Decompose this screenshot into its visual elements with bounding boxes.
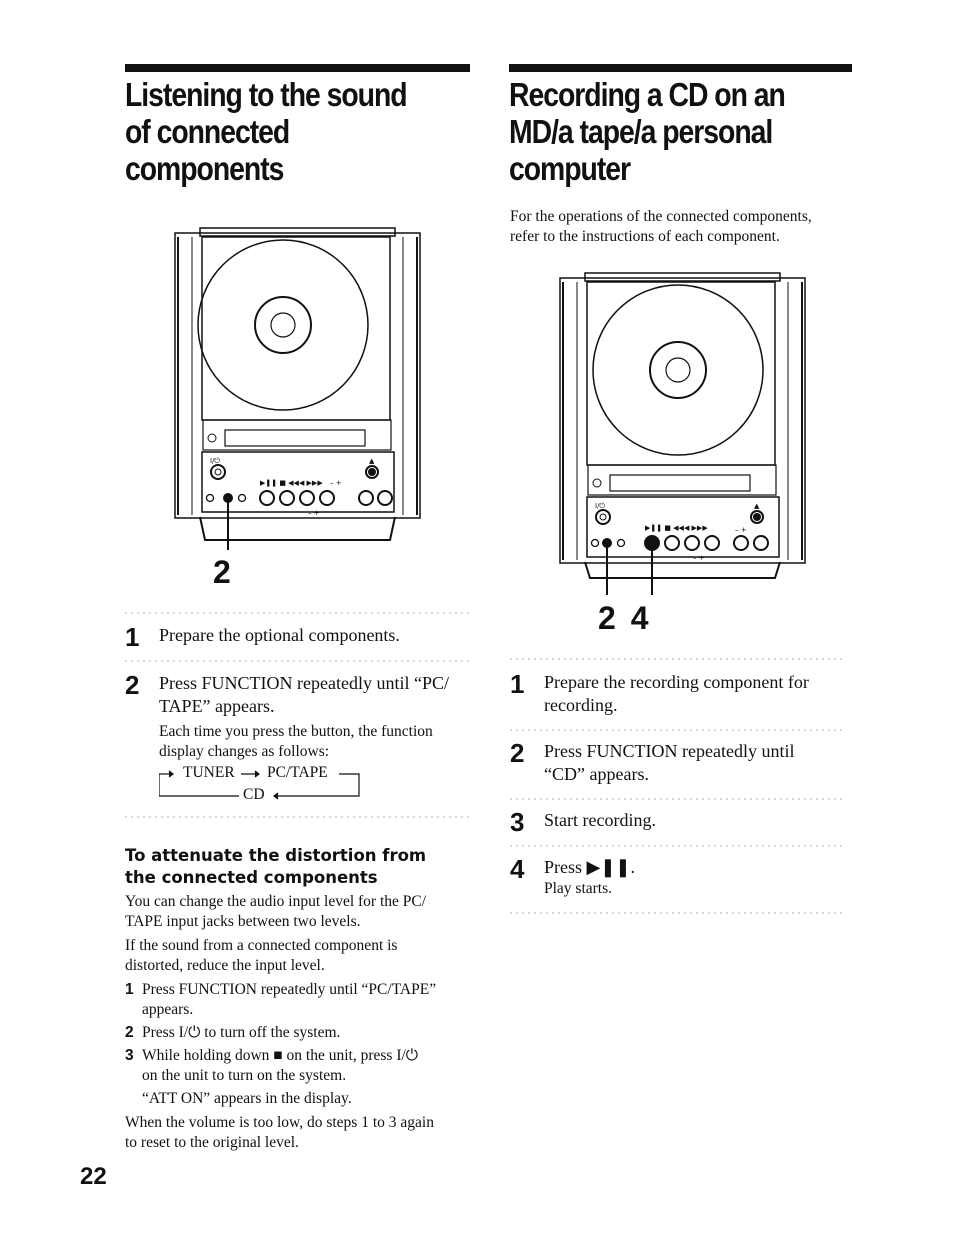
right-step-2: 2 Press FUNCTION repeatedly until “CD” a…	[510, 738, 795, 784]
svg-text:I/⏻: I/⏻	[210, 457, 220, 465]
subsection-title: To attenuate the distortion from the con…	[125, 846, 427, 887]
right-step-1: 1 Prepare the recording component for re…	[510, 669, 809, 715]
cd-player-illustration-left: ▶❚❚ ■ ◀◀◀ ▶▶▶ – + I/⏻ ▲ – +	[174, 227, 421, 550]
divider	[510, 845, 845, 847]
list-item: 3 While holding down ■ on the unit, pres…	[125, 1047, 419, 1084]
page-number: 22	[80, 1163, 107, 1190]
left-step-2: 2 Press FUNCTION repeatedly until “PC/ T…	[125, 672, 470, 806]
flow-tuner: TUNER	[183, 764, 235, 781]
divider	[125, 660, 470, 662]
svg-text:▶❚❚ ■ ◀◀◀ ▶▶▶: ▶❚❚ ■ ◀◀◀ ▶▶▶	[260, 479, 323, 487]
subsection-body: You can change the audio input level for…	[125, 892, 470, 1153]
right-step-3: 3 Start recording.	[510, 807, 656, 837]
divider	[510, 912, 845, 914]
flow-pctape: PC/TAPE	[267, 764, 328, 781]
left-step-1: 1 Prepare the optional components.	[125, 622, 400, 652]
svg-text:▲: ▲	[754, 502, 760, 510]
left-callout: 2	[213, 554, 231, 590]
divider	[125, 612, 470, 614]
right-step-4: 4 Press ▶❚❚. Play starts.	[510, 854, 636, 897]
list-item: 2 Press I/⏻ to turn off the system.	[125, 1024, 341, 1041]
title-rule-right	[509, 64, 852, 72]
svg-text:– +: – +	[308, 509, 320, 517]
right-callout: 2 4	[598, 600, 649, 636]
svg-text:▶❚❚ ■ ◀◀◀ ▶▶▶: ▶❚❚ ■ ◀◀◀ ▶▶▶	[645, 524, 708, 532]
cd-player-illustration-right: ▶❚❚ ■ ◀◀◀ ▶▶▶ – + I/⏻ ▲ – +	[559, 272, 806, 595]
left-title: Listening to the sound of connected comp…	[125, 76, 408, 187]
svg-text:– +: – +	[735, 526, 747, 534]
right-title: Recording a CD on an MD/a tape/a persona…	[509, 76, 786, 187]
svg-text:– +: – +	[693, 554, 705, 562]
right-intro: For the operations of the connected comp…	[510, 208, 812, 245]
flow-cd: CD	[243, 786, 265, 803]
title-rule-left	[125, 64, 470, 72]
divider	[125, 816, 470, 818]
svg-text:▲: ▲	[369, 457, 375, 465]
function-flow-diagram: TUNER PC/TAPE CD	[159, 764, 379, 806]
list-item: 1 Press FUNCTION repeatedly until “PC/TA…	[125, 981, 437, 1018]
divider	[510, 798, 845, 800]
svg-text:I/⏻: I/⏻	[595, 502, 605, 510]
svg-text:– +: – +	[330, 479, 342, 487]
divider	[510, 729, 845, 731]
divider	[510, 658, 845, 660]
